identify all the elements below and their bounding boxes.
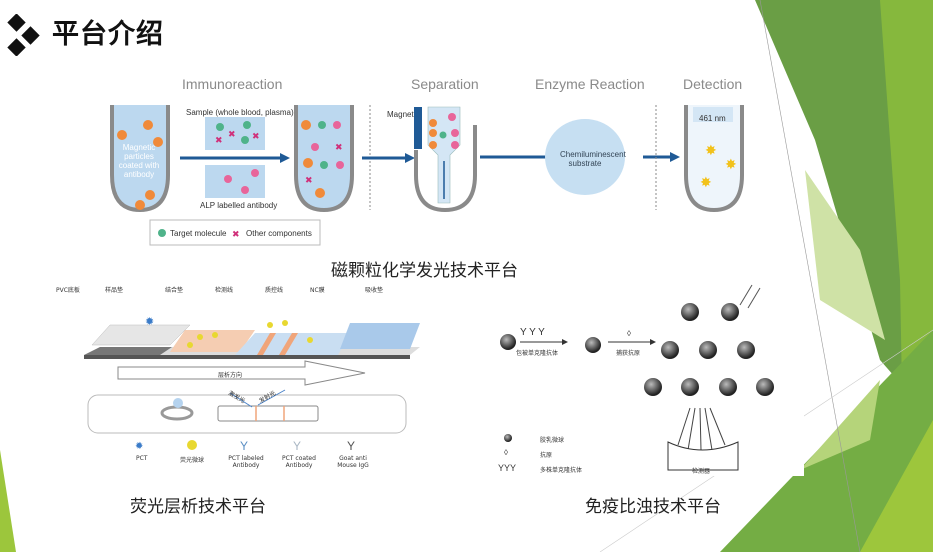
svg-text:✸: ✸ (725, 156, 737, 172)
svg-text:✖: ✖ (305, 175, 313, 185)
legend-label: 荧光微球 (180, 457, 205, 464)
turbidimetry-caption: 免疫比浊技术平台 (585, 497, 721, 517)
legend-label: 多株单克隆抗体 (540, 467, 583, 474)
monoclonal-antibody-icon: YYY (498, 463, 516, 473)
detector (667, 441, 739, 471)
legend-label: Other components (246, 229, 312, 238)
wavelength-label: 461 nm (699, 114, 726, 123)
target-molecule-icon (158, 229, 166, 237)
stage-label: Detection (683, 76, 743, 92)
legend-box (149, 219, 321, 246)
legend-label: Goat anti Mouse IgG (337, 455, 369, 469)
direction-label: 层析方向 (218, 372, 243, 379)
svg-text:Y Y Y: Y Y Y (520, 327, 545, 338)
svg-text:◊: ◊ (504, 448, 508, 457)
fluorescent-microsphere-icon (187, 440, 197, 450)
flc-diagram: ✹ ✹ Y Y Y (84, 316, 420, 453)
part-label: PVC底板 (56, 287, 80, 294)
magnet-label: Magnet (387, 110, 414, 119)
tube1-label: Magnetic particles coated with antibody (118, 143, 160, 179)
alp-label: ALP labelled antibody (200, 201, 278, 210)
turbidimetry-diagram: Y Y Y ◊ ◊ YYY (498, 284, 774, 473)
panel (490, 280, 804, 476)
diamond-cluster-icon (7, 14, 40, 56)
part-label: 结合垫 (165, 287, 184, 294)
bg-line (759, 0, 861, 552)
bg-shape-left (0, 450, 16, 552)
antigen-icon: ◊ (627, 329, 631, 338)
page-title: 平台介绍 (52, 19, 164, 50)
absorbent-pad (340, 323, 420, 349)
legend-label: 抗原 (540, 452, 553, 459)
svg-text:✸: ✸ (705, 142, 717, 158)
clia-caption: 磁颗粒化学发光技术平台 (331, 261, 518, 281)
svg-text:✖: ✖ (335, 142, 343, 152)
svg-text:✸: ✸ (700, 174, 712, 190)
step2-label: 捕获抗原 (616, 350, 641, 357)
svg-text:✖: ✖ (228, 129, 236, 139)
detector-label: 检测器 (692, 468, 711, 475)
svg-text:✖: ✖ (215, 135, 223, 145)
flc-caption: 荧光层析技术平台 (130, 497, 266, 517)
stage-label: Enzyme Reaction (535, 76, 645, 92)
sample-label: Sample (whole blood, plasma) (186, 108, 294, 117)
legend-label: PCT (136, 455, 148, 462)
sample-box (205, 117, 265, 150)
sample-pad (91, 324, 191, 346)
tube-magnetic-particles (110, 105, 170, 213)
part-label: 吸收垫 (365, 287, 384, 294)
legend-label: PCT labeled Antibody (228, 455, 264, 469)
direction-arrow (117, 360, 366, 386)
pct-coated-antibody-icon: Y (293, 439, 301, 453)
stage-label: Separation (411, 76, 479, 92)
tube-separation (414, 106, 477, 213)
tube-immunoreaction: ✖✖ (294, 105, 354, 213)
tube-detection: ✸ ✸ ✸ (684, 105, 744, 213)
stage-label: Immunoreaction (182, 76, 283, 92)
part-label: NC膜 (310, 287, 325, 294)
legend-label: Target molecule (170, 229, 227, 238)
legend-label: PCT coated Antibody (282, 455, 316, 469)
pct-icon: ✹ (145, 316, 154, 328)
goat-anti-mouse-igg-icon: Y (347, 439, 355, 453)
bg-shape-pale (805, 170, 885, 340)
clia-diagram: ✖✖✖ ✖✖ (110, 105, 744, 246)
part-label: 样品垫 (105, 287, 124, 294)
part-label: 质控线 (265, 287, 284, 294)
latex-microsphere-icon (504, 434, 512, 442)
legend-label: 胶乳微球 (540, 437, 565, 444)
step1-label: 包被单克隆抗体 (516, 350, 559, 357)
agglutination-lattice (644, 303, 774, 396)
part-label: 检测线 (215, 287, 234, 294)
substrate-label: Chemiluminescent substrate (560, 150, 626, 168)
pct-labeled-antibody-icon: Y (240, 439, 248, 453)
svg-text:✖: ✖ (252, 131, 260, 141)
chemiluminescent-substrate (545, 119, 625, 195)
other-components-icon: ✖ (232, 229, 240, 239)
svg-text:✹: ✹ (135, 441, 143, 452)
bg-shape-pale2 (800, 380, 880, 470)
bg-shape-light (860, 420, 933, 552)
